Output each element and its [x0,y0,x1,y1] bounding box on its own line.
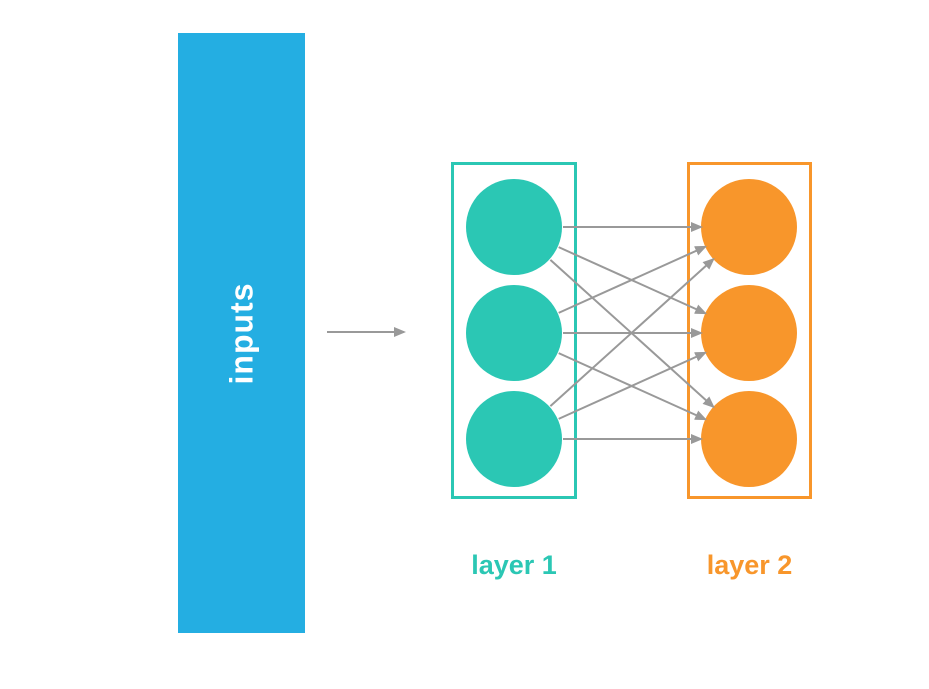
connection-n2-to-n1 [558,245,708,314]
layer2-neuron-1 [701,179,797,275]
inputs-block: inputs [178,33,305,633]
layer2-neuron-3 [701,391,797,487]
layer1-neuron-1 [466,179,562,275]
connection-n2-to-n3 [558,352,708,421]
layer1-neuron-2 [466,285,562,381]
layer1-neuron-3 [466,391,562,487]
layer1-label: layer 1 [471,550,557,580]
connection-n3-to-n2 [558,351,708,420]
connection-n1-to-n2 [558,246,708,315]
layer2-neuron-2 [701,285,797,381]
inputs-label: inputs [222,282,259,384]
layer2-label: layer 2 [706,550,793,580]
